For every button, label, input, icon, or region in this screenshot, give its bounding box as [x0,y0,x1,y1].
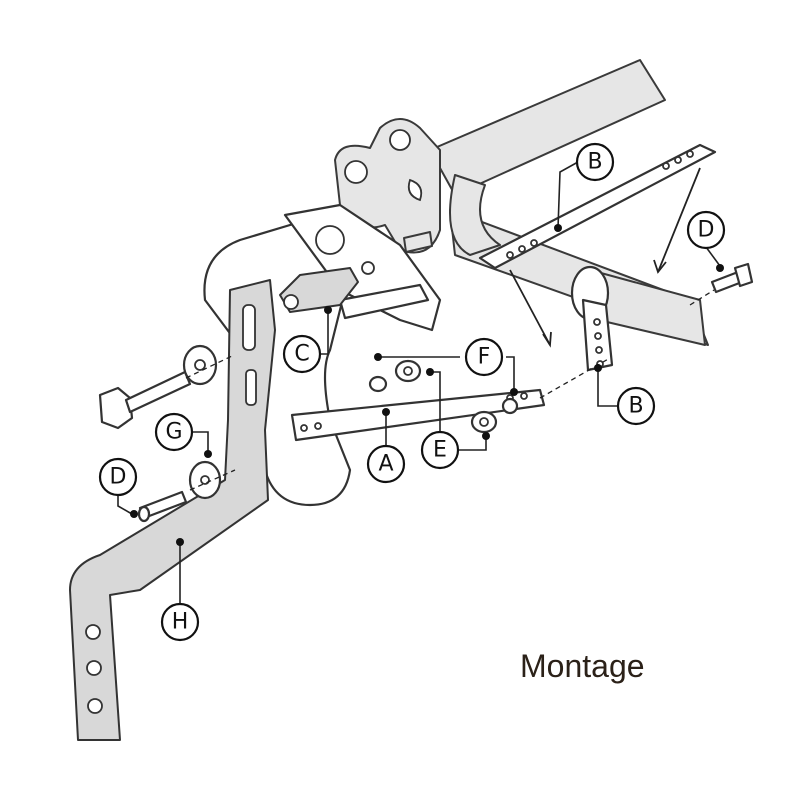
lever-h [69,279,276,741]
svg-text:C: C [294,342,309,367]
svg-text:G: G [165,420,182,445]
clamp-bar-b [478,143,717,270]
hex-spacer-c [279,267,359,313]
bolt-d-right [710,262,754,294]
callout-d-right: D [686,210,726,272]
callout-c: C [282,306,332,374]
plate-a [290,388,546,442]
callout-h: H [160,538,200,642]
diagram-caption: Montage [520,648,645,684]
tube-clamp [570,265,706,372]
callout-d-left: D [98,457,138,518]
svg-text:H: H [172,610,189,635]
svg-text:F: F [478,345,491,370]
callout-a: A [366,408,406,484]
svg-text:A: A [378,452,393,477]
svg-text:B: B [628,394,643,419]
bolt-d-left [137,460,222,523]
svg-text:B: B [587,150,602,175]
nuts-e-f [368,359,519,434]
callout-e: E [420,368,490,470]
svg-text:D: D [698,218,715,243]
callout-g: G [154,412,212,458]
svg-text:D: D [110,465,127,490]
callout-b-bottom: B [594,364,656,426]
long-bolt [98,344,218,430]
callout-b-top: B [554,142,615,232]
callout-f: F [374,337,518,396]
svg-text:E: E [433,438,447,463]
